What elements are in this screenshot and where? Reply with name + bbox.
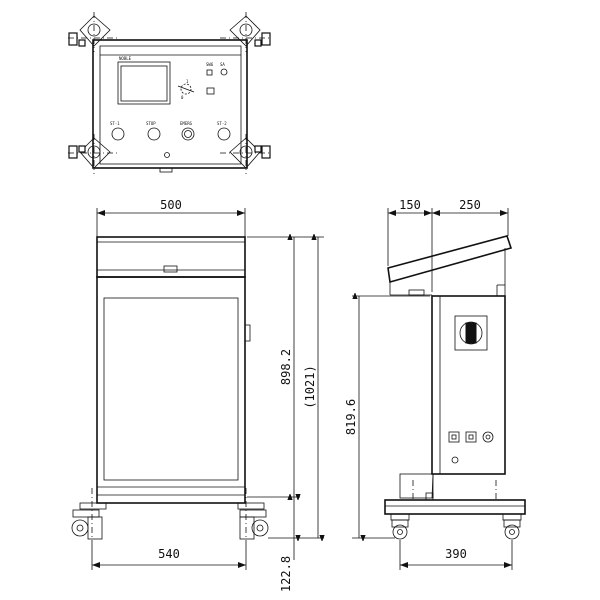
side-indicator — [451, 456, 459, 464]
top-caster-br — [220, 134, 272, 174]
top-view-tab — [159, 167, 173, 173]
button-2[interactable] — [147, 127, 161, 141]
dim-front-height-ref: (1021) — [303, 365, 317, 408]
dim-front-height: 898.2 — [279, 349, 293, 385]
emergency-stop-button[interactable] — [181, 127, 195, 141]
side-view — [384, 235, 526, 540]
front-caster-left — [71, 502, 107, 540]
top-label-1: SW6 — [206, 62, 214, 67]
front-top-housing — [96, 236, 246, 278]
front-dimensions: 500 540 898.2 (1021) 122.8 — [91, 198, 324, 592]
dim-caster-height: 122.8 — [279, 556, 293, 592]
dim-side-base: 390 — [445, 547, 467, 561]
button-4[interactable] — [217, 127, 231, 141]
side-caster-left — [390, 513, 410, 540]
front-side-knob — [244, 324, 251, 342]
button-3-label: EMERG — [180, 121, 193, 126]
key-switch-icon — [220, 68, 228, 76]
brand-label: NOBLE — [119, 56, 132, 61]
top-view-inner-panel — [99, 45, 242, 165]
dim-caster-width: 540 — [158, 547, 180, 561]
button-1[interactable] — [111, 127, 125, 141]
dim-side-height: 819.6 — [344, 399, 358, 435]
selector-symbol-icon — [180, 83, 192, 95]
dim-front-width: 500 — [160, 198, 182, 212]
side-top-panel — [387, 235, 513, 284]
button-1-label: ST-1 — [110, 121, 120, 126]
top-caster-bl — [68, 134, 120, 174]
dim-side-top-right: 250 — [459, 198, 481, 212]
top-caster-tl — [68, 12, 120, 52]
side-button-1[interactable] — [448, 431, 460, 443]
side-caster-right — [502, 513, 522, 540]
main-switch[interactable] — [454, 315, 488, 351]
top-label-2: SA — [220, 62, 225, 67]
button-2-label: STOP — [146, 121, 156, 126]
side-button-3[interactable] — [482, 431, 494, 443]
side-body — [431, 295, 506, 475]
front-handle — [163, 265, 178, 273]
front-door — [103, 297, 239, 481]
side-base — [384, 499, 526, 515]
svg-text:0: 0 — [181, 95, 184, 100]
front-caster-right — [237, 502, 269, 540]
button-4-label: ST-2 — [217, 121, 227, 126]
front-cabinet — [96, 276, 246, 504]
top-view: NOBLE SW6 SA 1 0 ST-1 STOP EMERG ST-2 — [68, 12, 272, 174]
touch-screen — [117, 61, 171, 105]
front-view — [71, 236, 269, 545]
lamp-icon — [206, 69, 213, 76]
usb-port-icon — [206, 87, 215, 95]
side-button-2[interactable] — [465, 431, 477, 443]
dim-side-top-left: 150 — [399, 198, 421, 212]
top-caster-tr — [220, 12, 272, 52]
main-switch-handle-icon — [465, 322, 477, 344]
side-dimensions: 150 250 819.6 390 — [344, 198, 513, 570]
svg-text:1: 1 — [186, 79, 189, 84]
